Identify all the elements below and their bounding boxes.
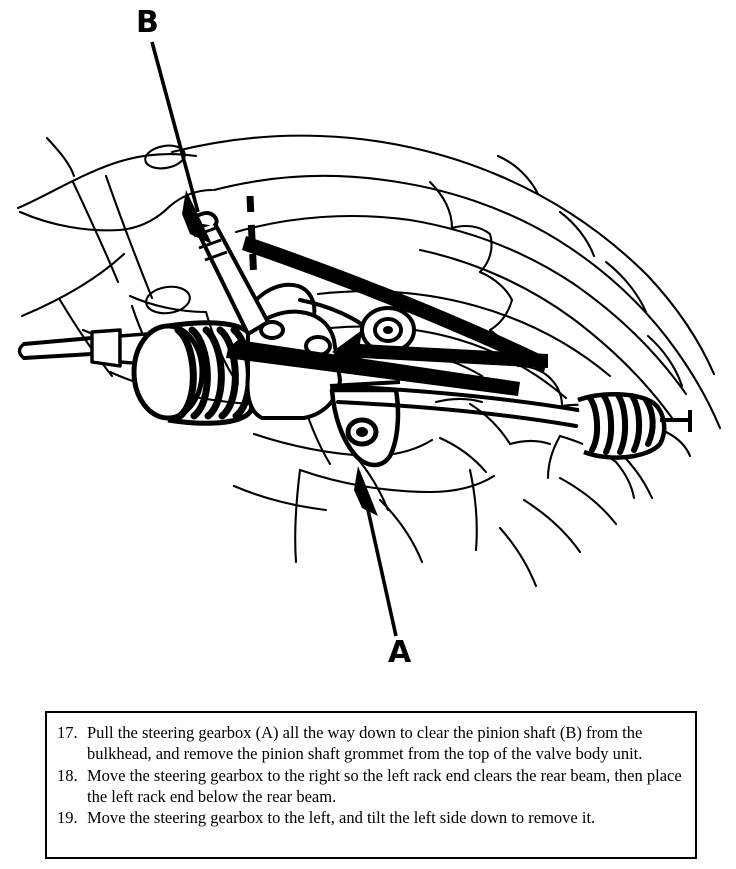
callout-leader-a <box>354 466 398 637</box>
instruction-step: 17. Pull the steering gearbox (A) all th… <box>57 722 685 765</box>
step-text: Move the steering gearbox to the right s… <box>87 765 682 806</box>
gearbox-mounting-bracket <box>329 380 401 468</box>
motion-arrow-sweep <box>242 236 548 372</box>
motion-arrow-left-upper <box>332 330 548 370</box>
step-number: 19. <box>57 808 78 828</box>
callout-leader-b <box>150 41 212 244</box>
illustration-drawing <box>16 41 722 637</box>
instruction-step: 18. Move the steering gearbox to the rig… <box>57 765 685 808</box>
instruction-box: 17. Pull the steering gearbox (A) all th… <box>45 711 697 859</box>
vehicle-body-outlines <box>16 134 722 588</box>
rack-boot-left <box>131 320 259 426</box>
motion-arrow-left-lower <box>226 340 520 396</box>
step-number: 18. <box>57 765 78 785</box>
step-text: Move the steering gearbox to the left, a… <box>87 808 596 828</box>
step-number: 17. <box>57 723 78 742</box>
step-text: Pull the steering gearbox (A) all the wa… <box>87 723 643 764</box>
rack-boot-right <box>577 392 692 460</box>
rack-bushing-right <box>360 306 416 354</box>
instruction-list: 17. Pull the steering gearbox (A) all th… <box>47 713 695 828</box>
steering-gearbox-illustration: B A <box>16 5 722 670</box>
callout-label-a: A <box>388 635 412 670</box>
callout-label-b: B <box>136 5 159 40</box>
instruction-step: 19. Move the steering gearbox to the lef… <box>57 807 685 828</box>
